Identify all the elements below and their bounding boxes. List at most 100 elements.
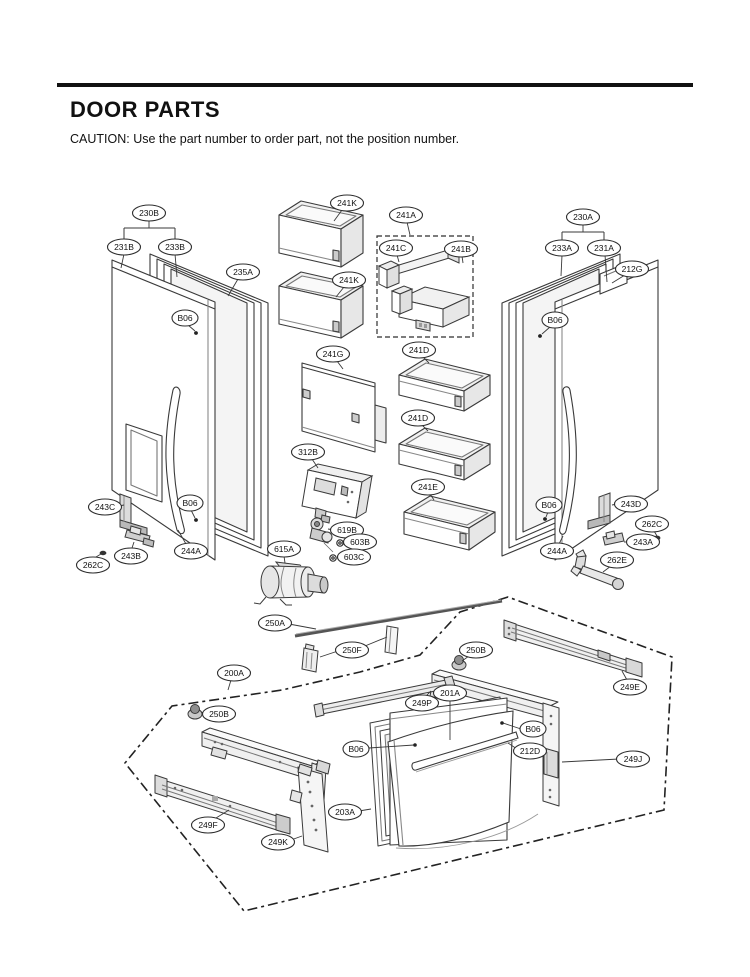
rod-250a [294,599,503,638]
callout-212G: 212G [611,260,650,284]
svg-text:212G: 212G [622,264,643,274]
bin-241e [403,495,496,551]
callout-B06: B06 [538,311,569,338]
callout-312B: 312B [290,443,326,469]
svg-text:235A: 235A [233,267,253,277]
svg-text:250B: 250B [466,645,486,655]
svg-text:249E: 249E [620,682,640,692]
wrench-262e [570,549,624,590]
callout-250B: 250B [200,705,237,723]
callout-241K: 241K [329,194,365,222]
dashed-box-241a [376,235,474,338]
svg-text:241G: 241G [323,349,344,359]
callout-235A: 235A [225,263,261,297]
callout-231A: 231A [586,239,622,283]
rail-249e [503,619,643,678]
bracket-250f-left [301,643,319,673]
callout-244A: 244A [173,529,209,560]
svg-text:250A: 250A [265,618,285,628]
svg-text:B06: B06 [177,313,192,323]
caution-text: CAUTION: Use the part number to order pa… [70,132,460,146]
callout-230A: 230A [565,208,601,232]
svg-text:241E: 241E [418,482,438,492]
svg-text:233A: 233A [552,243,572,253]
svg-text:212D: 212D [520,746,540,756]
svg-text:244A: 244A [547,546,567,556]
callout-250B: 250B [458,641,494,662]
callout-262E: 262E [599,551,635,573]
callout-249E: 249E [612,670,648,696]
svg-text:249J: 249J [624,754,642,764]
callout-B06: B06 [500,720,547,738]
bracket-243b [124,525,155,548]
bracket-243a [602,530,625,546]
svg-text:241B: 241B [451,244,471,254]
left-door-handle [165,386,185,535]
screw-262c-left [99,550,107,556]
svg-text:231A: 231A [594,243,614,253]
callout-250A: 250A [257,614,317,632]
svg-text:241K: 241K [339,275,359,285]
svg-text:B06: B06 [547,315,562,325]
callout-241E: 241E [410,478,446,501]
svg-text:B06: B06 [348,744,363,754]
callout-243D: 243D [611,495,649,513]
boundary-dashed-region [123,596,673,912]
svg-text:249P: 249P [412,698,432,708]
callout-241C: 241C [378,239,414,263]
svg-text:603C: 603C [344,552,364,562]
svg-text:250F: 250F [342,645,361,655]
callout-241G: 241G [315,345,351,370]
svg-text:241D: 241D [409,345,429,355]
callout-201A: 201A [432,684,468,740]
svg-text:312B: 312B [298,447,318,457]
svg-text:230A: 230A [573,212,593,222]
svg-text:619B: 619B [337,525,357,535]
svg-text:200A: 200A [224,668,244,678]
svg-text:262C: 262C [642,519,662,529]
svg-text:615A: 615A [274,544,294,554]
svg-text:243A: 243A [633,537,653,547]
ring-603c [329,554,337,562]
callout-603C: 603C [336,548,372,566]
bracket-250f-right [384,625,399,655]
svg-text:243D: 243D [621,499,641,509]
callout-243C: 243C [87,498,125,516]
svg-text:250B: 250B [209,709,229,719]
part-241b [390,285,471,332]
door-bin-241k-2 [278,271,364,339]
svg-text:262E: 262E [607,555,627,565]
svg-text:243B: 243B [121,551,141,561]
callout-244A: 244A [539,535,575,560]
callout-603B: 603B [341,533,378,551]
svg-text:241K: 241K [337,198,357,208]
callout-249F: 249F [190,809,230,834]
svg-text:203A: 203A [335,807,355,817]
svg-text:241A: 241A [396,210,416,220]
panel-241g [301,362,387,453]
svg-text:201A: 201A [440,688,460,698]
svg-text:230B: 230B [139,208,159,218]
callout-233A: 233A [544,239,580,277]
svg-text:244A: 244A [181,546,201,556]
valve-619b [309,514,334,553]
right-door-handle [559,386,577,535]
svg-text:262C: 262C [83,560,103,570]
bracket-249k [289,763,329,853]
part-312b [301,463,374,521]
callout-B06: B06 [171,309,199,335]
svg-text:603B: 603B [350,537,370,547]
svg-text:241D: 241D [408,413,428,423]
bracket-243d [587,492,611,530]
svg-text:231B: 231B [114,242,134,252]
page-title: DOOR PARTS [70,97,221,122]
callout-243B: 243B [113,541,149,565]
ring-603b [336,539,344,547]
callout-241D: 241D [400,409,436,432]
callout-615A: 615A [266,540,302,564]
rail-249f [154,774,291,835]
svg-text:241C: 241C [386,243,406,253]
title-rule [57,83,693,87]
